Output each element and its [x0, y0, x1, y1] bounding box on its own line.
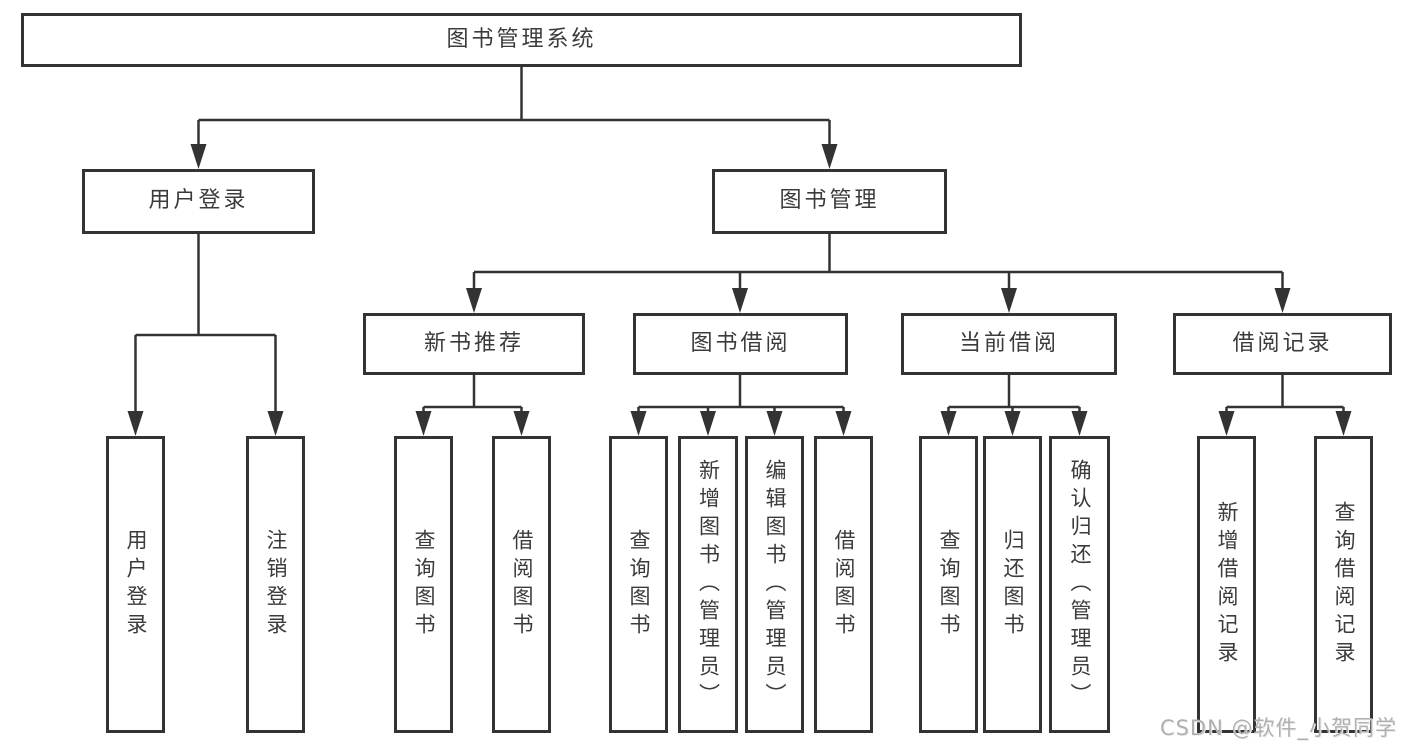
- sub-new-book-recommend: 新书推荐: [363, 313, 585, 375]
- leaf-add-book-admin: 新增图书（管理员）: [678, 436, 738, 733]
- leaf-borrow-book-recommend: 借阅图书: [492, 436, 551, 733]
- sub-borrow-records: 借阅记录: [1173, 313, 1392, 375]
- leaf-confirm-return-admin: 确认归还（管理员）: [1049, 436, 1110, 733]
- leaf-borrow-book: 借阅图书: [814, 436, 873, 733]
- sub-current-borrow: 当前借阅: [901, 313, 1117, 375]
- leaf-edit-book-admin: 编辑图书（管理员）: [745, 436, 804, 733]
- leaf-user-login: 用户登录: [106, 436, 165, 733]
- leaf-logout: 注销登录: [246, 436, 305, 733]
- root-node-library-system: 图书管理系统: [21, 13, 1022, 67]
- leaf-add-borrow-record: 新增借阅记录: [1197, 436, 1256, 733]
- leaf-query-borrow-record: 查询借阅记录: [1314, 436, 1373, 733]
- branch-book-management: 图书管理: [712, 169, 947, 234]
- leaf-query-book-current: 查询图书: [919, 436, 978, 733]
- leaf-query-book-borrow: 查询图书: [609, 436, 668, 733]
- branch-user-login: 用户登录: [82, 169, 315, 234]
- leaf-return-book: 归还图书: [983, 436, 1042, 733]
- sub-book-borrow: 图书借阅: [633, 313, 848, 375]
- csdn-watermark: CSDN @软件_小贺同学: [1159, 716, 1397, 740]
- leaf-query-book-recommend: 查询图书: [394, 436, 453, 733]
